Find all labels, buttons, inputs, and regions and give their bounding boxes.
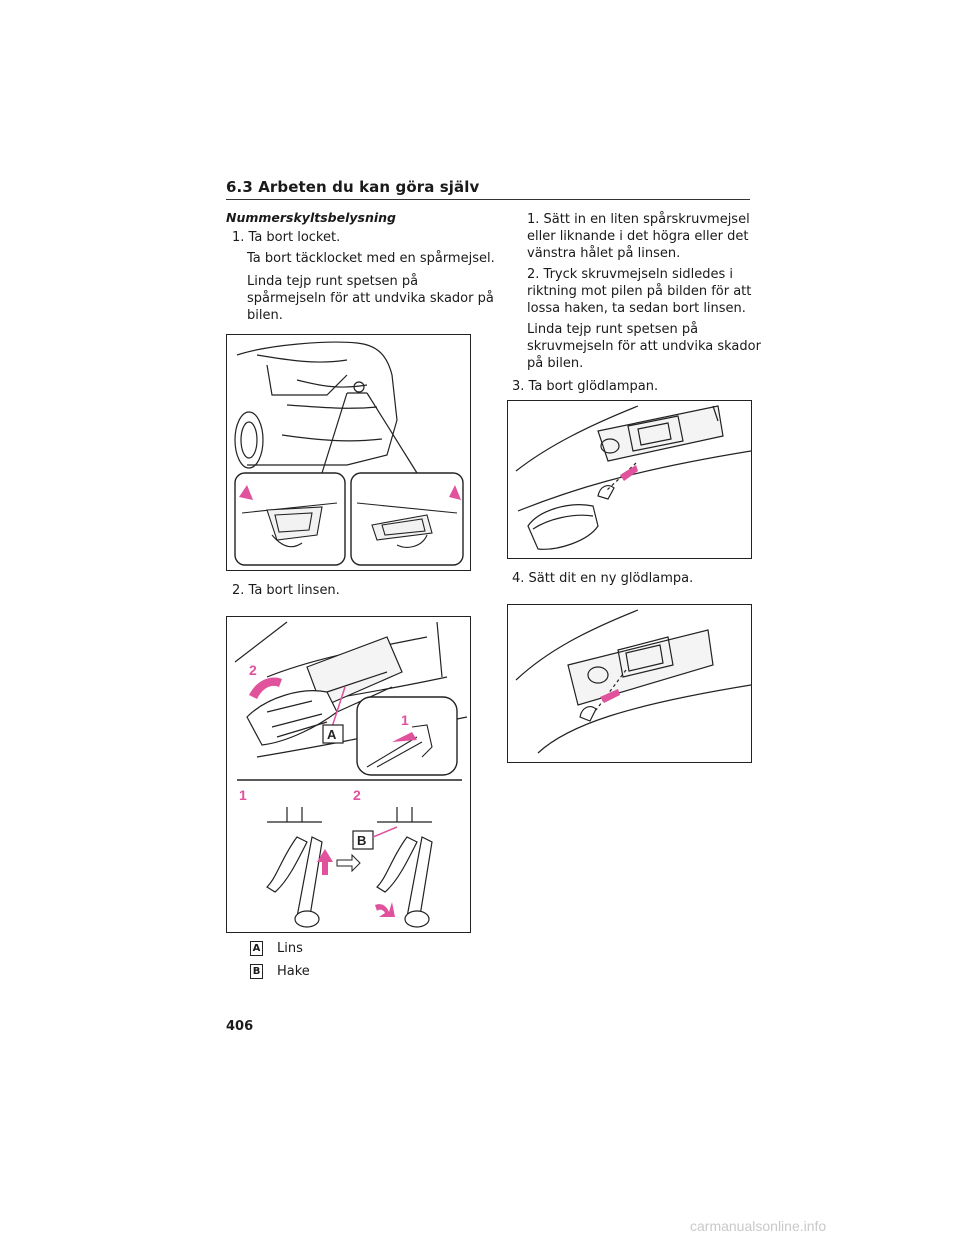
legend-label-hook: Hake [277,964,310,979]
watermark-text: carmanualsonline.info [690,1218,827,1234]
figure2-num1-top: 1 [401,712,409,728]
step1-title: 1. Ta bort locket. [232,230,341,245]
legend-item-hook: B Hake [250,963,310,980]
section-title: 6.3 Arbeten du kan göra själv [226,178,480,196]
substep1-line1: 1. Sätt in en liten spårskruvmejsel [527,212,750,227]
legend-item-lens: A Lins [250,940,303,957]
substep2-line3: lossa haken, ta sedan bort linsen. [527,301,746,316]
substep1-line3: vänstra hålet på linsen. [527,246,681,261]
legend-key-a: A [250,941,263,956]
lens-removal-illustration: 2 1 A 1 2 B [234,621,468,928]
step2-title: 2. Ta bort linsen. [232,583,340,598]
section-divider [226,199,750,200]
remove-bulb-illustration [515,405,751,550]
substep2-line2: riktning mot pilen på bilden för att [527,284,752,299]
step1-text-b-1: Linda tejp runt spetsen på [247,274,419,289]
figure-remove-bulb [507,400,752,559]
substep3-line1: Linda tejp runt spetsen på [527,322,699,337]
figure2-num2-top: 2 [249,662,257,678]
install-bulb-illustration [515,609,751,754]
step3-title: 3. Ta bort glödlampan. [512,379,659,394]
substep3-line3: på bilen. [527,356,584,371]
page-number: 406 [226,1019,254,1034]
step4-title: 4. Sätt dit en ny glödlampa. [512,571,694,586]
car-rear-illustration [234,341,464,566]
step1-text-a: Ta bort täcklocket med en spårmejsel. [247,251,495,266]
topic-heading: Nummerskyltsbelysning [226,210,396,225]
substep3-line2: skruvmejseln för att undvika skador [527,339,761,354]
figure-lens-removal: 2 1 A 1 2 B [226,616,471,933]
figure2-num2-bottom: 2 [353,787,361,803]
substep1-line2: eller liknande i det högra eller det [527,229,749,244]
legend-key-b: B [250,964,263,979]
figure2-num1-bottom: 1 [239,787,247,803]
step1-text-b-2: spårmejseln för att undvika skador på [247,291,494,306]
substep2-line1: 2. Tryck skruvmejseln sidledes i [527,267,734,282]
figure-cover-removal [226,334,471,571]
figure2-label-a: A [327,727,337,742]
legend-label-lens: Lins [277,941,303,956]
figure2-label-b: B [357,833,366,848]
step1-text-b-3: bilen. [247,308,283,323]
figure-install-bulb [507,604,752,763]
